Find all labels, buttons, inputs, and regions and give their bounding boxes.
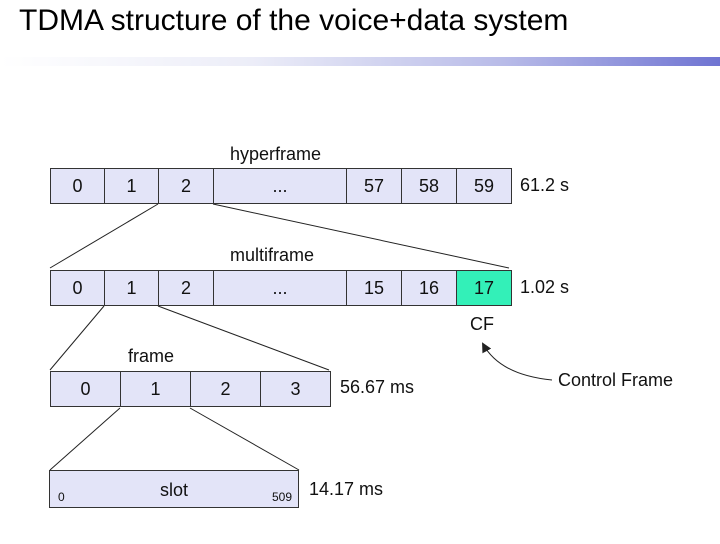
multiframe-cell: 1 bbox=[104, 270, 159, 306]
slot-box: slot 0 509 bbox=[49, 470, 299, 508]
multiframe-to-frame-left-line bbox=[49, 305, 105, 371]
frame-to-slot-left-line bbox=[49, 407, 121, 471]
slot-start-index: 0 bbox=[58, 490, 65, 504]
multiframe-row: 0 1 2 ... 15 16 17 bbox=[50, 270, 512, 306]
multiframe-to-frame-right-line bbox=[157, 305, 330, 371]
slide-title: TDMA structure of the voice+data system bbox=[19, 4, 569, 37]
multiframe-cell: 0 bbox=[50, 270, 105, 306]
hyperframe-cell: 0 bbox=[50, 168, 105, 204]
frame-duration: 56.67 ms bbox=[340, 377, 415, 397]
hyperframe-cell: 2 bbox=[158, 168, 214, 204]
slot-label: slot bbox=[159, 480, 188, 500]
hyperframe-label: hyperframe bbox=[230, 144, 322, 164]
multiframe-duration: 1.02 s bbox=[520, 277, 570, 297]
control-frame-callout: Control Frame bbox=[558, 370, 674, 390]
slot-duration: 14.17 ms bbox=[309, 479, 384, 499]
hyperframe-to-multiframe-right-line bbox=[212, 203, 510, 269]
frame-cell: 0 bbox=[50, 371, 121, 407]
control-frame-tag: CF bbox=[470, 314, 494, 334]
hyperframe-cell: 57 bbox=[346, 168, 402, 204]
hyperframe-cell: ... bbox=[213, 168, 347, 204]
frame-cell: 1 bbox=[120, 371, 191, 407]
title-underline bbox=[0, 57, 720, 66]
hyperframe-cell: 58 bbox=[401, 168, 457, 204]
hyperframe-duration: 61.2 s bbox=[520, 175, 570, 195]
slot-end-index: 509 bbox=[271, 490, 292, 504]
multiframe-cell: 2 bbox=[158, 270, 214, 306]
multiframe-cell: 15 bbox=[346, 270, 402, 306]
control-frame-cell: 17 bbox=[456, 270, 512, 306]
frame-row: 0 1 2 3 bbox=[50, 371, 331, 407]
frame-cell: 2 bbox=[190, 371, 261, 407]
multiframe-label: multiframe bbox=[230, 245, 315, 265]
multiframe-cell: ... bbox=[213, 270, 347, 306]
hyperframe-cell: 1 bbox=[104, 168, 159, 204]
hyperframe-cell: 59 bbox=[456, 168, 512, 204]
frame-cell: 3 bbox=[260, 371, 331, 407]
frame-to-slot-right-line bbox=[189, 407, 300, 471]
hyperframe-to-multiframe-left-line bbox=[49, 203, 159, 269]
control-frame-arrow bbox=[482, 342, 553, 381]
multiframe-cell: 16 bbox=[401, 270, 457, 306]
hyperframe-row: 0 1 2 ... 57 58 59 bbox=[50, 168, 512, 204]
frame-label: frame bbox=[128, 346, 175, 366]
